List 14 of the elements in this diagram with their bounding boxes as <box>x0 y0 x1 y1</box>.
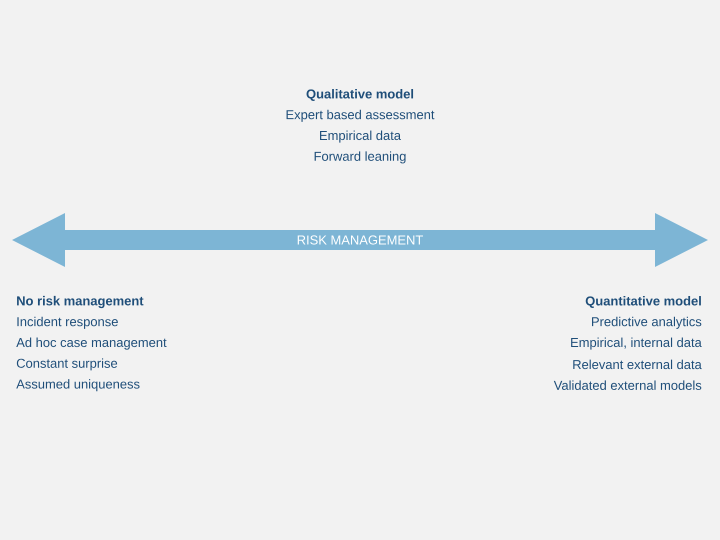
text-line: Predictive analytics <box>592 316 702 329</box>
text-line: Validated external models <box>554 380 702 390</box>
column-heading: Quantitative model <box>586 296 701 308</box>
text-line: Expert based assessment <box>286 110 434 122</box>
column-heading: No risk management <box>17 296 144 308</box>
text-line: Constant surprise <box>16 358 118 370</box>
text-line: Empirical data <box>320 130 401 143</box>
text-line: Relevant external data <box>573 360 702 370</box>
text-line: Assumed uniqueness <box>16 379 140 392</box>
column-heading: Qualitative model <box>306 89 414 101</box>
text-line: Forward leaning <box>314 151 406 164</box>
text-line: Incident response <box>17 316 118 329</box>
text-line: Empirical, internal data <box>571 338 702 350</box>
text-line: Ad hoc case management <box>16 338 167 350</box>
